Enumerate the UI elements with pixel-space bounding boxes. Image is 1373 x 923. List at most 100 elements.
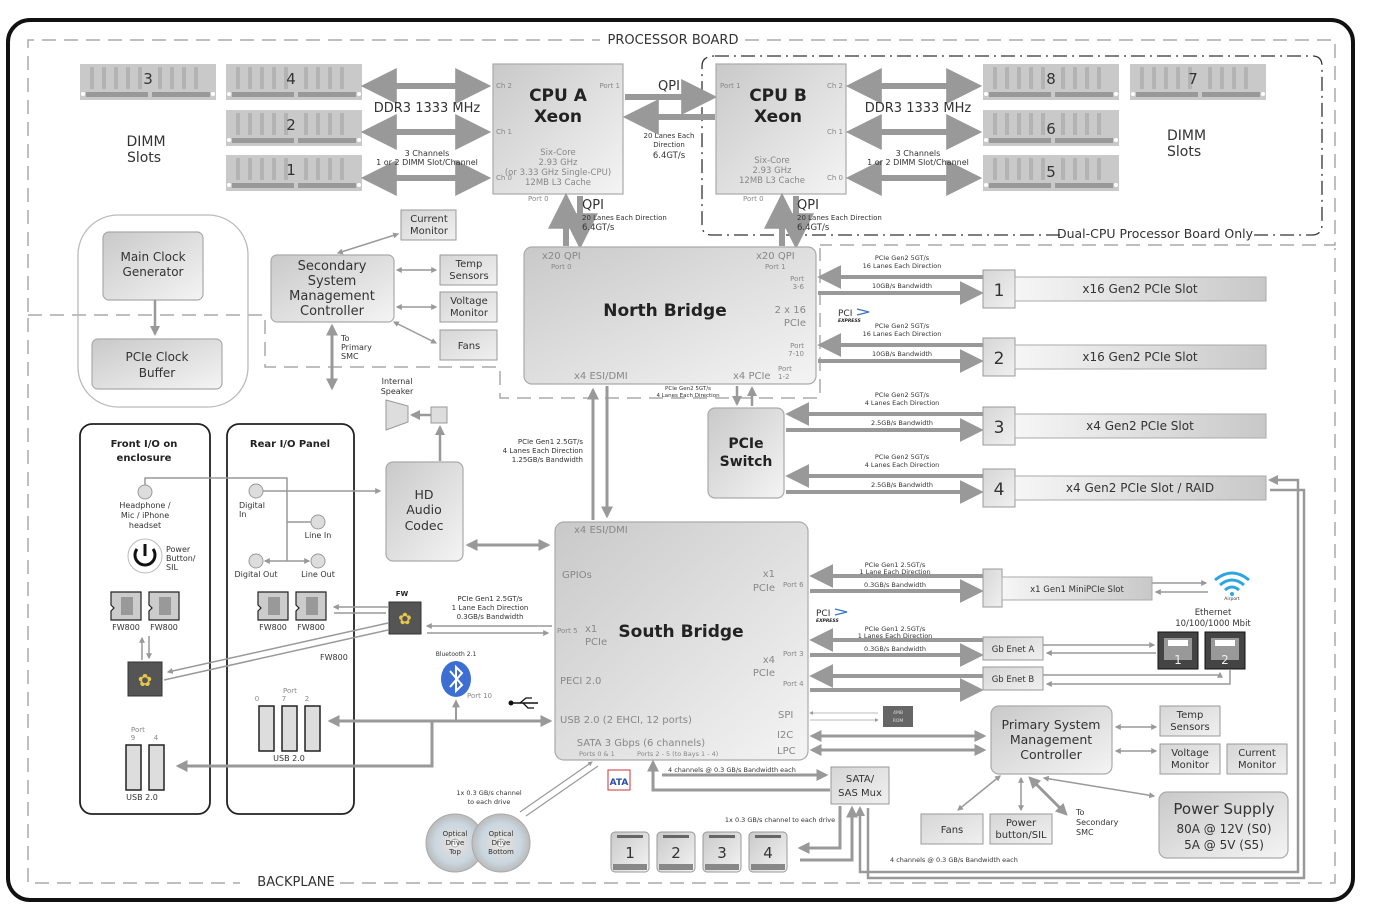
svg-text:2.93 GHz: 2.93 GHz — [752, 166, 792, 176]
rear-fw800-port[interactable]: FW800 — [257, 591, 289, 632]
svg-text:SMC: SMC — [1076, 828, 1094, 837]
svg-text:Power: Power — [1006, 818, 1037, 829]
svg-text:button/SIL: button/SIL — [995, 830, 1047, 841]
drive-bay-2: 2 — [656, 831, 696, 873]
svg-text:Port: Port — [778, 365, 792, 373]
svg-text:x1: x1 — [585, 624, 597, 635]
svg-text:4 Lanes Each Direction: 4 Lanes Each Direction — [503, 447, 583, 455]
ethernet-port-2[interactable]: 2 — [1204, 631, 1246, 670]
svg-text:3 Channels: 3 Channels — [896, 149, 941, 158]
digital-in-port[interactable] — [248, 483, 264, 499]
svg-text:Monitor: Monitor — [1238, 760, 1277, 771]
pcie-switch: PCIe Switch — [707, 407, 785, 499]
svg-text:PCIe: PCIe — [728, 436, 763, 452]
svg-text:Gb Enet B: Gb Enet B — [992, 675, 1035, 685]
svg-text:3: 3 — [717, 844, 727, 862]
svg-text:Port 1: Port 1 — [720, 82, 741, 90]
svg-text:Internal: Internal — [382, 377, 413, 386]
ethernet-port-1[interactable]: 1 — [1157, 631, 1199, 670]
line-in-port[interactable] — [310, 514, 326, 530]
line-out-port[interactable] — [310, 553, 326, 569]
rear-fw800-port[interactable]: FW800 — [295, 591, 327, 632]
svg-text:To: To — [1075, 808, 1085, 817]
svg-text:Optical: Optical — [489, 830, 514, 838]
ddr-bus-right — [845, 68, 983, 196]
svg-text:Bluetooth 2.1: Bluetooth 2.1 — [436, 651, 477, 658]
dimm-slot-3: 3 — [80, 64, 216, 100]
svg-text:10GB/s Bandwidth: 10GB/s Bandwidth — [872, 350, 932, 358]
front-usb-port-9[interactable]: 9 — [125, 734, 142, 791]
drive-bay-4: 4 — [748, 831, 788, 873]
svg-text:PCIe Gen1 2.5GT/s: PCIe Gen1 2.5GT/s — [457, 595, 522, 603]
svg-text:CPU B: CPU B — [749, 86, 807, 106]
svg-text:0: 0 — [255, 695, 259, 703]
power-button-icon[interactable] — [127, 538, 163, 574]
svg-text:3: 3 — [143, 70, 153, 88]
svg-text:ATA: ATA — [610, 778, 629, 788]
rear-usb-port-7[interactable]: 7 — [281, 695, 298, 752]
svg-text:SATA/: SATA/ — [846, 774, 875, 785]
svg-text:(or 3.33 GHz Single-CPU): (or 3.33 GHz Single-CPU) — [505, 168, 611, 178]
svg-text:Slots: Slots — [1167, 144, 1201, 160]
svg-text:x20 QPI: x20 QPI — [542, 251, 581, 262]
svg-text:6: 6 — [1046, 120, 1056, 138]
drive-bay-1: 1 — [610, 831, 650, 873]
rear-usb-port-0[interactable]: 0 — [255, 695, 275, 752]
digital-out-port[interactable] — [248, 553, 264, 569]
headphone-jack[interactable] — [137, 484, 153, 500]
svg-text:FW800: FW800 — [259, 623, 287, 632]
svg-text:Controller: Controller — [1020, 747, 1082, 762]
psmc-temp-sensors: Temp Sensors — [1159, 705, 1221, 737]
svg-text:Port 0: Port 0 — [743, 195, 764, 203]
front-io-panel — [79, 423, 211, 815]
pcie-slot-2: PCIe Gen2 5GT/s16 Lanes Each Direction10… — [817, 322, 1267, 377]
svg-text:Drive: Drive — [492, 839, 511, 847]
pcie-slot-3: PCIe Gen2 5GT/s4 Lanes Each Direction2.5… — [785, 391, 1267, 446]
ddr-left-label: DDR3 1333 MHz — [374, 101, 481, 116]
svg-text:2 x 16: 2 x 16 — [775, 305, 806, 316]
backplane-region — [27, 248, 1336, 884]
svg-text:PCIe: PCIe — [753, 583, 775, 594]
svg-text:PCIe: PCIe — [585, 637, 607, 648]
slot-label: x16 Gen2 PCIe Slot — [1082, 282, 1198, 296]
svg-text:3-6: 3-6 — [793, 283, 805, 291]
svg-text:4 Lanes Each Direction: 4 Lanes Each Direction — [865, 461, 940, 469]
svg-text:EXPRESS: EXPRESS — [816, 618, 839, 624]
pci-express-logo-sb: PCI EXPRESS — [816, 608, 848, 624]
svg-text:North Bridge: North Bridge — [603, 301, 726, 321]
rear-usb-port-2[interactable]: 2 — [304, 695, 321, 752]
svg-text:Secondary: Secondary — [1076, 818, 1119, 827]
dimm-slot-2: 2 — [226, 110, 362, 146]
svg-text:Xeon: Xeon — [534, 107, 582, 127]
svg-text:Ethernet: Ethernet — [1195, 608, 1232, 618]
svg-text:Ch 0: Ch 0 — [827, 174, 843, 182]
front-fw800-port[interactable]: FW800 — [110, 591, 142, 632]
svg-text:EXPRESS: EXPRESS — [838, 318, 861, 324]
svg-text:8: 8 — [1046, 70, 1056, 88]
svg-text:LPC: LPC — [777, 746, 796, 757]
svg-text:1 Lanes Each Direction: 1 Lanes Each Direction — [858, 632, 933, 640]
front-fw800-port[interactable]: FW800 — [148, 591, 180, 632]
svg-text:2: 2 — [671, 844, 681, 862]
svg-text:Buffer: Buffer — [139, 366, 175, 380]
svg-text:1.25GB/s Bandwidth: 1.25GB/s Bandwidth — [512, 456, 583, 464]
sb-pcie-port4-link — [809, 664, 984, 702]
dimm-left-label: DIMM — [126, 134, 165, 150]
front-usb-port-4[interactable]: 4 — [148, 734, 165, 791]
pcie-clock-buffer: PCIe Clock Buffer — [91, 338, 223, 390]
slot-label: x4 Gen2 PCIe Slot / RAID — [1066, 481, 1214, 495]
svg-text:2.5GB/s Bandwidth: 2.5GB/s Bandwidth — [871, 419, 933, 427]
svg-text:Digital Out: Digital Out — [235, 570, 278, 579]
svg-text:Voltage: Voltage — [450, 296, 488, 307]
svg-text:Fans: Fans — [458, 341, 481, 352]
svg-text:Sensors: Sensors — [449, 271, 489, 282]
svg-text:Airport: Airport — [1224, 596, 1240, 602]
svg-text:1-2: 1-2 — [778, 373, 789, 381]
svg-text:Line In: Line In — [305, 531, 332, 540]
svg-text:0.3GB/s Bandwidth: 0.3GB/s Bandwidth — [864, 645, 926, 653]
svg-text:Port 6: Port 6 — [783, 581, 804, 589]
svg-text:1 Lane Each Direction: 1 Lane Each Direction — [859, 568, 930, 576]
svg-text:16 Lanes Each Direction: 16 Lanes Each Direction — [863, 262, 942, 270]
backplane-label: BACKPLANE — [257, 875, 334, 890]
svg-text:Port: Port — [790, 275, 804, 283]
